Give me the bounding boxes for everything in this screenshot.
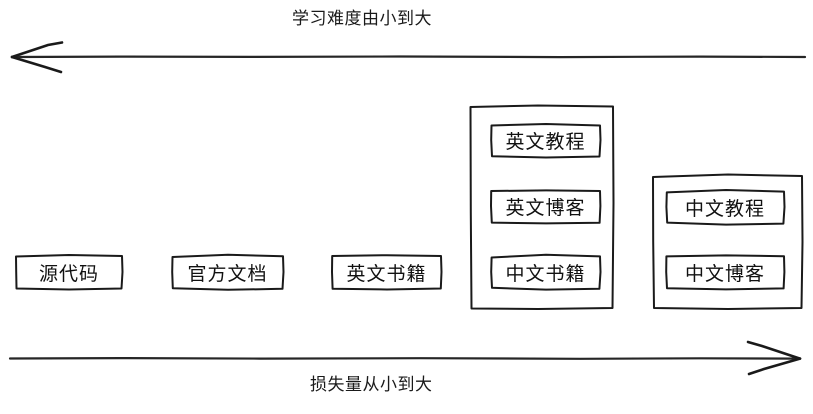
node-outline — [15, 254, 124, 291]
right-arrow-icon — [8, 340, 802, 376]
node-outline — [171, 253, 285, 291]
node-source-code[interactable]: 源代码 — [14, 253, 124, 291]
left-arrow-icon — [10, 41, 807, 74]
node-label: 英文教程 — [505, 131, 586, 153]
node-chinese-tutorials[interactable]: 中文教程 — [664, 188, 786, 226]
node-label: 英文书籍 — [346, 262, 427, 285]
node-chinese-blogs[interactable]: 中文博客 — [664, 253, 786, 291]
node-outline — [490, 253, 602, 291]
node-label: 中文博客 — [684, 262, 765, 285]
node-english-books[interactable]: 英文书籍 — [330, 253, 443, 291]
node-label: 官方文档 — [187, 262, 268, 285]
node-english-blogs[interactable]: 英文博客 — [489, 188, 602, 225]
node-outline — [331, 254, 443, 291]
node-outline — [490, 123, 602, 159]
node-label: 源代码 — [38, 262, 99, 285]
node-official-docs[interactable]: 官方文档 — [170, 253, 285, 291]
node-label: 中文教程 — [684, 197, 765, 220]
node-chinese-books[interactable]: 中文书籍 — [489, 253, 602, 291]
node-outline — [665, 189, 786, 226]
top-axis-label: 学习难度由小到大 — [292, 9, 432, 29]
node-outline — [665, 254, 786, 291]
node-english-tutorials[interactable]: 英文教程 — [489, 122, 602, 159]
node-label: 中文书籍 — [505, 262, 586, 285]
bottom-axis-label: 损失量从小到大 — [310, 375, 433, 395]
node-label: 英文博客 — [505, 197, 586, 219]
node-outline — [490, 189, 602, 225]
